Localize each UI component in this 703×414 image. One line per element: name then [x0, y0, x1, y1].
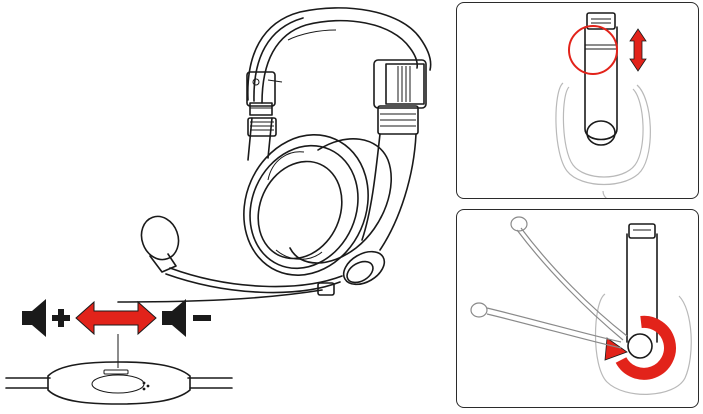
rotate-arrow-icon	[604, 315, 676, 380]
double-arrow-icon	[629, 28, 647, 72]
double-arrow-icon	[75, 300, 157, 336]
speaker-icon	[22, 299, 46, 337]
volume-control-illustration	[5, 299, 233, 405]
mic-rotate-illustration	[470, 216, 692, 395]
minus-icon	[193, 315, 211, 321]
mic-rotate-panel	[456, 209, 699, 408]
plus-icon	[52, 309, 70, 327]
headband-adjust-panel	[456, 2, 699, 199]
speaker-icon	[162, 299, 186, 337]
headset-icon	[117, 7, 432, 303]
headset-illustration	[117, 7, 432, 303]
headband-adjust-illustration	[555, 12, 651, 198]
